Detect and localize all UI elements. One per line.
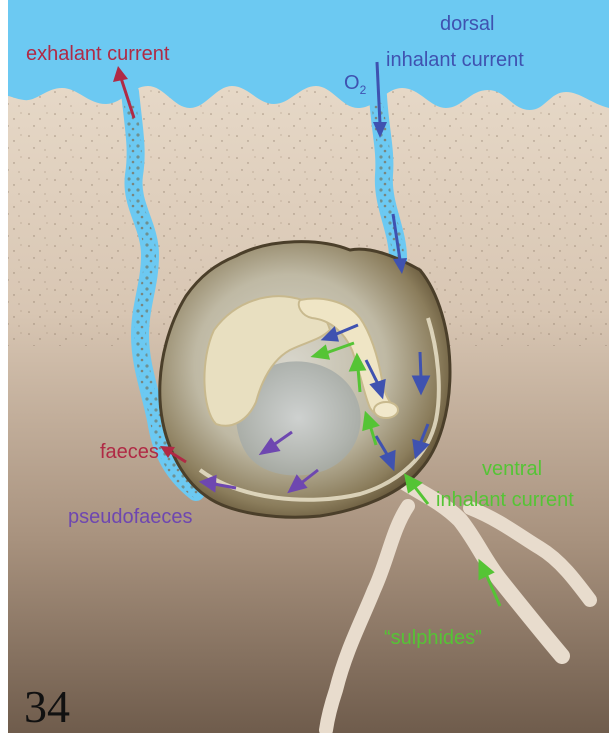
pseudofaeces-label: pseudofaeces	[68, 507, 193, 528]
ventral-inhalant-current-label: inhalant current	[436, 490, 574, 511]
exhalant-current-label: exhalant current	[26, 44, 169, 65]
oxygen-subscript: 2	[360, 83, 367, 97]
sulphides-label: “sulphides”	[384, 628, 482, 649]
ventral-label: ventral	[482, 459, 542, 480]
oxygen-symbol: O	[344, 72, 360, 94]
oxygen-label: O2	[344, 73, 366, 97]
figure-number: 34	[24, 680, 70, 733]
foot	[374, 402, 398, 418]
faeces-label: faeces	[100, 442, 159, 463]
dorsal-inhalant-current-label: inhalant current	[386, 50, 524, 71]
dorsal-label: dorsal	[440, 14, 494, 35]
